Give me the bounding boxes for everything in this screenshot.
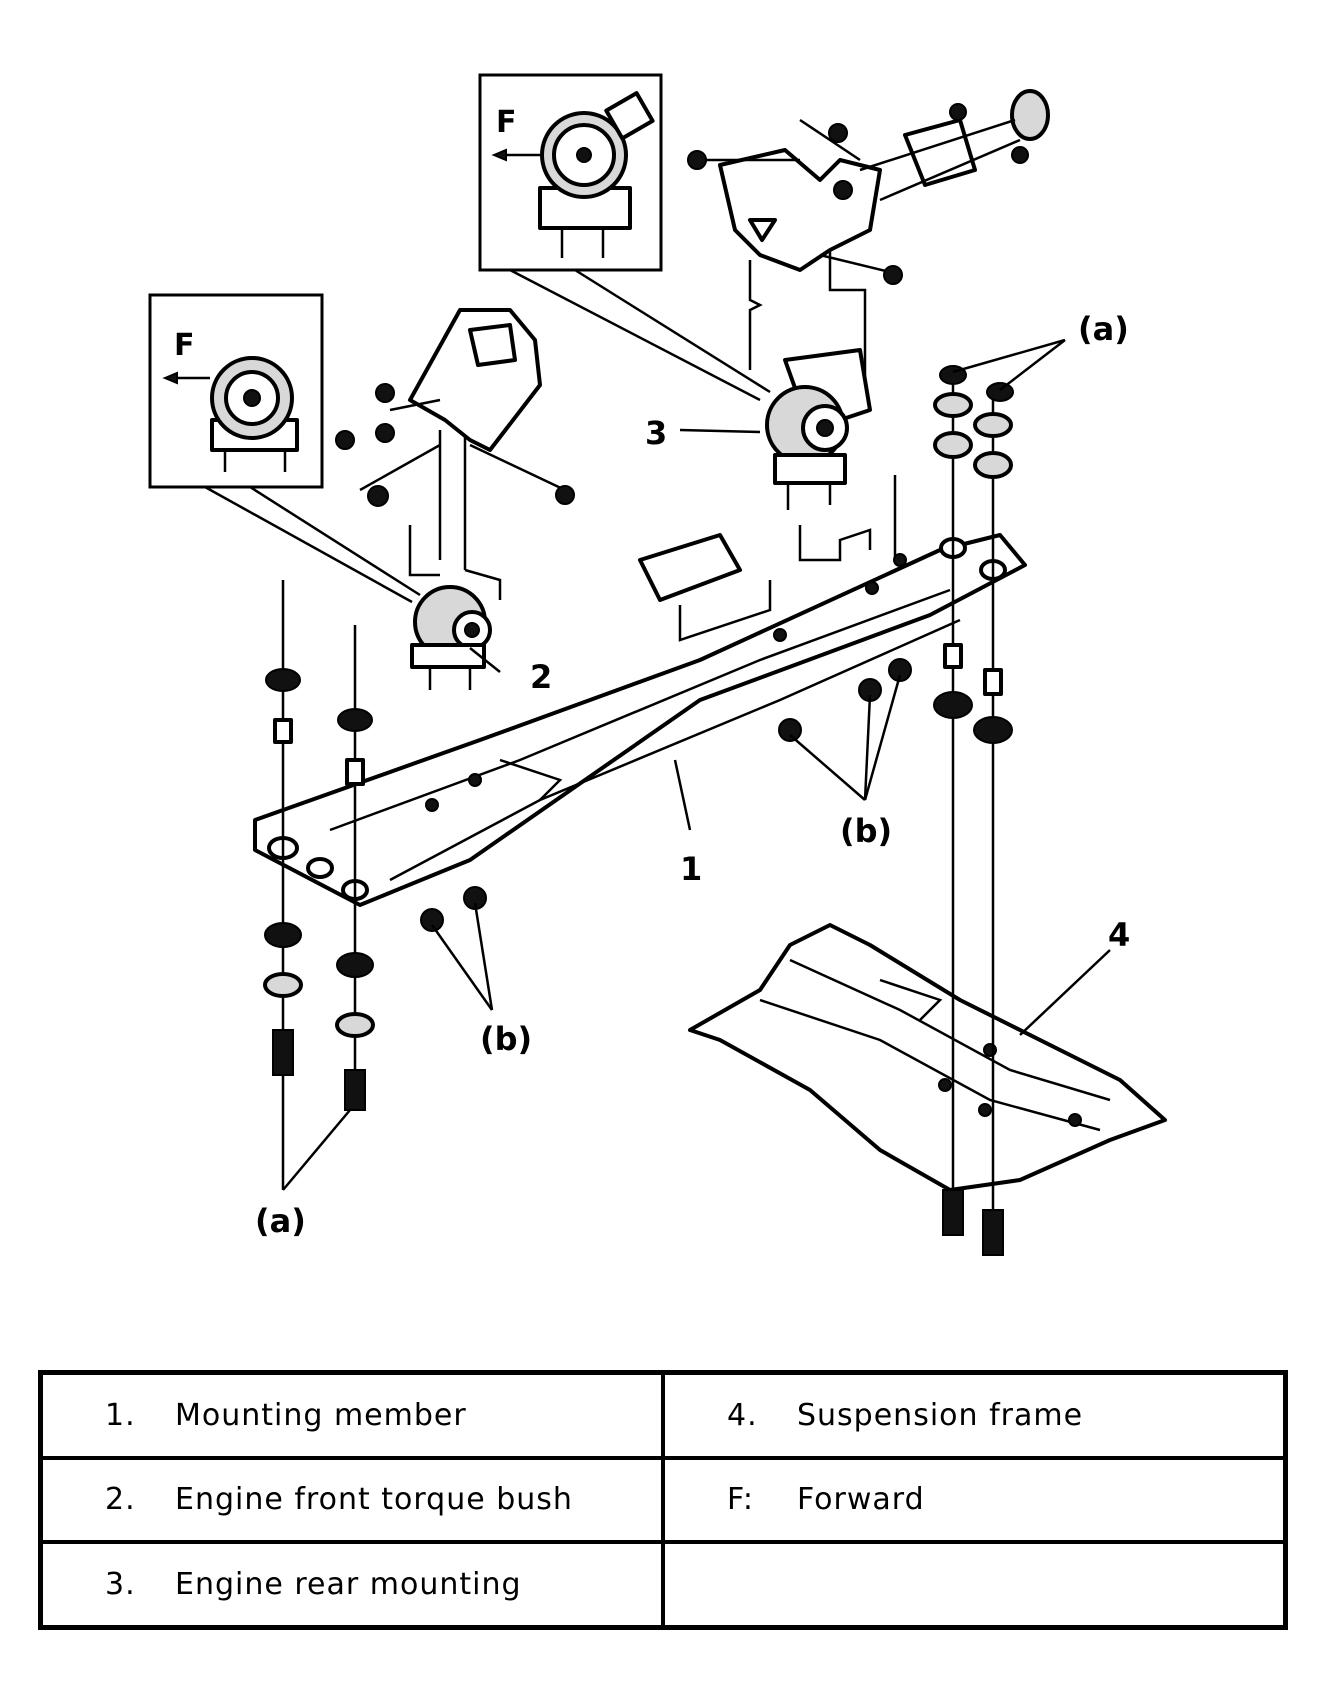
right-bolt-stack-a xyxy=(933,338,1066,1256)
legend-text: Forward xyxy=(797,1482,925,1518)
nuts-b xyxy=(420,658,912,1011)
legend-number: F: xyxy=(727,1482,755,1518)
left-bolt-stack-a xyxy=(263,580,375,1191)
legend-number: 4. xyxy=(727,1397,758,1433)
inset-front-torque-bush: F xyxy=(148,293,324,489)
engine-rear-mounting xyxy=(748,250,897,562)
legend-text: Mounting member xyxy=(175,1397,467,1433)
legend-cell: 1. Mounting member xyxy=(38,1370,665,1460)
legend-text: Engine rear mounting xyxy=(175,1567,522,1603)
parts-legend-table: 1. Mounting member 4. Suspension frame 2. E… xyxy=(38,1370,1288,1630)
exploded-parts-diagram: F F xyxy=(148,73,1167,1256)
label-b-left: (b) xyxy=(480,1020,532,1058)
legend-number: 3. xyxy=(105,1567,136,1603)
callout-3: 3 xyxy=(645,414,667,452)
callout-1: 1 xyxy=(680,850,702,888)
legend-cell: 4. Suspension frame xyxy=(661,1370,1288,1460)
legend-cell: 3. Engine rear mounting xyxy=(38,1540,665,1630)
engine-front-torque-bush xyxy=(335,308,575,690)
label-a-top: (a) xyxy=(1078,310,1129,348)
inset-rear-mounting: F xyxy=(478,73,663,272)
legend-cell: F: Forward xyxy=(661,1455,1288,1545)
legend-row: 1. Mounting member 4. Suspension frame xyxy=(38,1370,1288,1460)
mounting-member xyxy=(253,533,1027,907)
legend-cell-empty xyxy=(661,1540,1288,1630)
callout-2: 2 xyxy=(530,658,552,696)
legend-row: 2. Engine front torque bush F: Forward xyxy=(38,1455,1288,1545)
label-b-right: (b) xyxy=(840,812,892,850)
forward-label-a: F xyxy=(496,105,517,140)
rear-mounting-bracket xyxy=(687,89,1050,285)
legend-number: 2. xyxy=(105,1482,136,1518)
legend-text: Suspension frame xyxy=(797,1397,1084,1433)
forward-label-b: F xyxy=(174,328,195,363)
legend-cell: 2. Engine front torque bush xyxy=(38,1455,665,1545)
suspension-frame xyxy=(688,923,1167,1192)
label-a-bottom: (a) xyxy=(255,1202,306,1240)
legend-row: 3. Engine rear mounting xyxy=(38,1540,1288,1630)
legend-number: 1. xyxy=(105,1397,136,1433)
callout-4: 4 xyxy=(1108,916,1130,954)
legend-text: Engine front torque bush xyxy=(175,1482,573,1518)
